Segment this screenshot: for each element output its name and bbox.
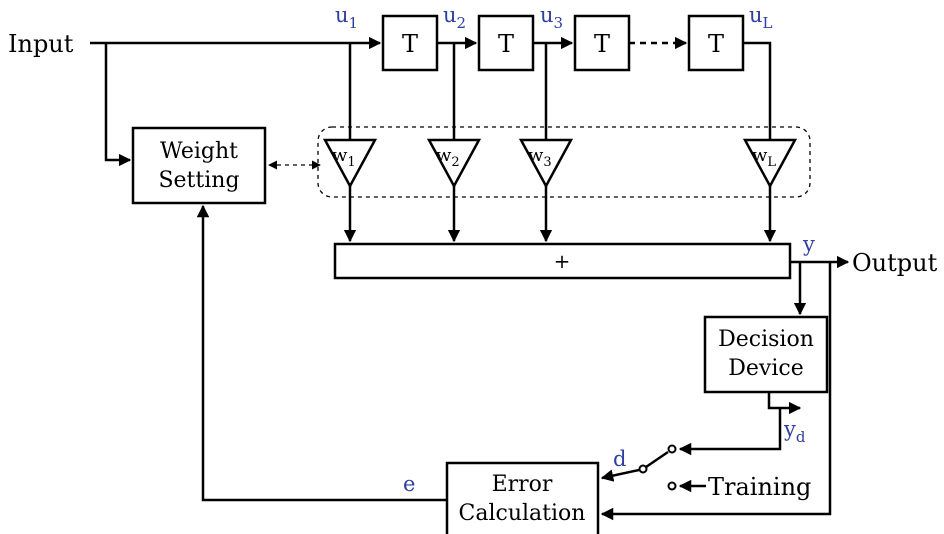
tap-line-L bbox=[743, 41, 772, 140]
weight-setting-box bbox=[131, 126, 267, 205]
switch-arm bbox=[645, 450, 669, 469]
summer-label: + bbox=[554, 249, 571, 273]
delay-label-1: T bbox=[402, 30, 418, 58]
weights-group bbox=[317, 126, 811, 198]
delay-label-3: T bbox=[594, 30, 610, 58]
signal-y: y bbox=[802, 232, 815, 256]
weight-setting-label-2: Setting bbox=[158, 168, 239, 193]
input-label: Input bbox=[8, 30, 74, 58]
y-to-error bbox=[600, 262, 832, 521]
delay-label-2: T bbox=[498, 30, 514, 58]
signal-e: e bbox=[403, 472, 415, 496]
yd-to-switch bbox=[678, 408, 782, 456]
svg-text:yd: yd bbox=[783, 417, 806, 446]
weight-w2-label: w2 bbox=[436, 145, 460, 170]
switch-pivot bbox=[638, 464, 648, 474]
delay-box-L bbox=[687, 14, 745, 72]
signal-d: d bbox=[613, 447, 626, 471]
svg-text:u2: u2 bbox=[443, 3, 466, 32]
switch-contact-training bbox=[667, 481, 677, 491]
yd-output bbox=[767, 392, 802, 415]
signal-uL: uL bbox=[749, 3, 773, 32]
weight-w1-label: w1 bbox=[332, 145, 356, 170]
error-label-2: Calculation bbox=[459, 501, 586, 526]
signal-u1: u1 bbox=[335, 3, 358, 32]
switch-contact-decision bbox=[667, 444, 677, 454]
output-label: Output bbox=[852, 249, 938, 277]
decision-label-1: Decision bbox=[718, 327, 814, 352]
weight-w3 bbox=[518, 138, 574, 189]
delay-label-L: T bbox=[708, 30, 724, 58]
input-to-weight-setting bbox=[104, 43, 132, 167]
svg-text:u1: u1 bbox=[335, 3, 358, 32]
weight-w2 bbox=[426, 138, 482, 189]
delay-box-3 bbox=[573, 14, 631, 72]
svg-text:u3: u3 bbox=[540, 3, 563, 32]
weight-wL bbox=[742, 138, 798, 189]
error-label-1: Error bbox=[492, 472, 553, 497]
summer-box bbox=[333, 242, 792, 280]
switch-to-error bbox=[600, 468, 640, 482]
decision-device-box bbox=[703, 315, 829, 394]
signal-u3: u3 bbox=[540, 3, 563, 32]
weight-w1 bbox=[322, 138, 378, 189]
signal-yd: yd bbox=[783, 417, 806, 446]
training-label: Training bbox=[708, 473, 811, 501]
svg-text:uL: uL bbox=[749, 3, 773, 32]
signal-u2: u2 bbox=[443, 3, 466, 32]
weight-wL-label: wL bbox=[752, 145, 776, 170]
weight-setting-label-1: Weight bbox=[160, 139, 238, 164]
error-feedback bbox=[196, 204, 447, 502]
decision-label-2: Device bbox=[728, 356, 803, 381]
weight-w3-label: w3 bbox=[528, 145, 552, 170]
